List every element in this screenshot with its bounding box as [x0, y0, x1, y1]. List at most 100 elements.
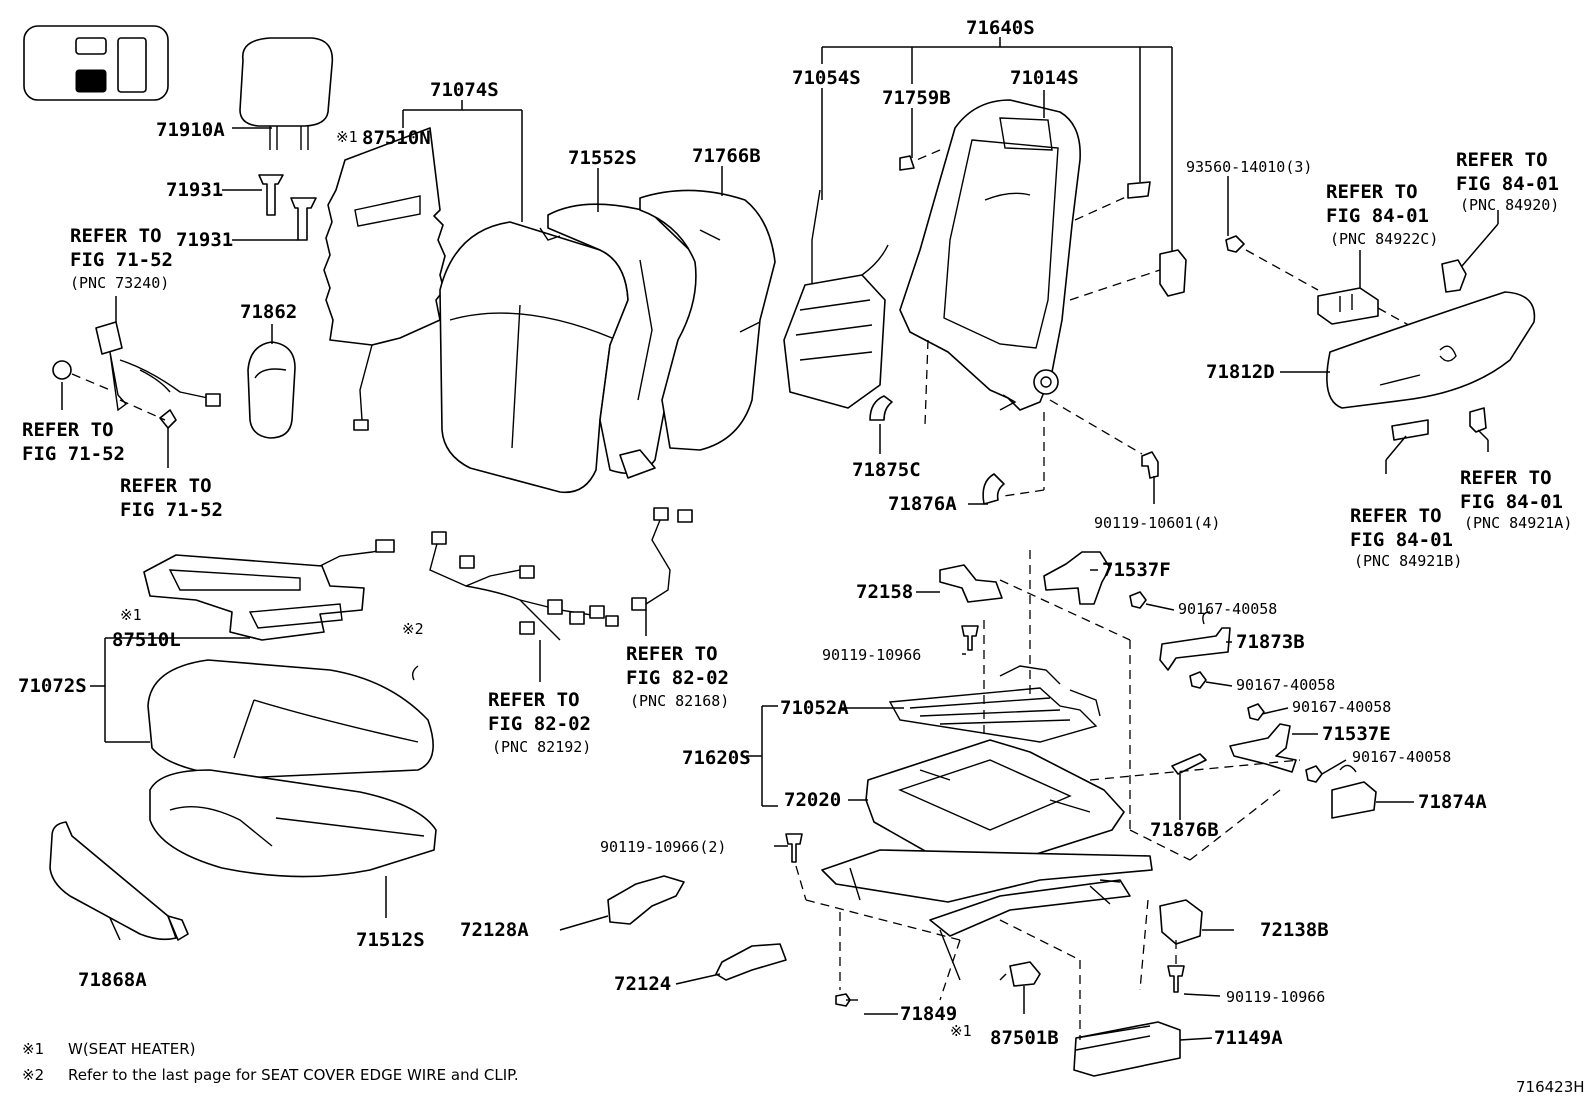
ref-84921A-line1: REFER TO: [1460, 467, 1552, 489]
seatback-dashed-guides: [911, 149, 1161, 497]
label-71766B: 71766B: [692, 145, 761, 167]
label-71537E: 71537E: [1322, 723, 1391, 745]
note-2-text: Refer to the last page for SEAT COVER ED…: [68, 1066, 519, 1084]
mark-87510N: ※1: [336, 128, 358, 146]
headrest-guide-illustration: [258, 174, 317, 241]
ref-7152-left-line1: REFER TO: [22, 419, 114, 441]
label-90119-10966-top: 90119-10966: [822, 646, 921, 664]
seat-adjust-switch-illustration: [1225, 235, 1415, 329]
cushion-heater-mat-illustration: [143, 539, 395, 641]
cover-71876B-illustration: [1171, 753, 1207, 775]
covers-bottom-illustration: [607, 875, 1203, 981]
label-90167-40058-c: 90167-40058: [1292, 698, 1391, 716]
ref-7152-bottom-line2: FIG 71-52: [120, 499, 223, 521]
label-71759B: 71759B: [882, 87, 951, 109]
label-87510N: 87510N: [362, 127, 431, 149]
cover-71537E-illustration: [1229, 723, 1297, 773]
label-71862: 71862: [240, 301, 297, 323]
label-72124: 72124: [614, 973, 671, 995]
seat-spring-illustration: [888, 665, 1101, 743]
label-72020: 72020: [784, 789, 841, 811]
label-90167-40058-d: 90167-40058: [1352, 748, 1451, 766]
seat-wire-harness-illustration: [429, 531, 619, 641]
ref-82168-line3: (PNC 82168): [630, 692, 729, 710]
label-90119-10966-bottom: 90119-10966: [1226, 988, 1325, 1006]
ref-82192-line2: FIG 82-02: [488, 713, 591, 735]
seat-track-rails-illustration: [821, 849, 1153, 981]
ref-73240-line2: FIG 71-52: [70, 249, 173, 271]
label-72158: 72158: [856, 581, 913, 603]
label-71072S: 71072S: [18, 675, 87, 697]
label-71849: 71849: [900, 1003, 957, 1025]
ref-84921B-line2: FIG 84-01: [1350, 529, 1453, 551]
track-cover-71149A-illustration: [1073, 1021, 1181, 1077]
mark-clip: ※2: [402, 620, 424, 638]
bolt-90119-10966-top: [961, 625, 979, 651]
ref-82192-line3: (PNC 82192): [492, 738, 591, 756]
ref-84921B-line3: (PNC 84921B): [1354, 552, 1462, 570]
label-87501B: 87501B: [990, 1027, 1059, 1049]
seat-sensor-wire-illustration: [631, 507, 693, 611]
label-90119-10966-2: 90119-10966(2): [600, 838, 726, 856]
seat-position-icon: [23, 25, 169, 101]
label-93560-14010: 93560-14010(3): [1186, 158, 1312, 176]
note-1-mark: ※1: [22, 1040, 44, 1058]
ref-82192-line1: REFER TO: [488, 689, 580, 711]
label-90119-10601: 90119-10601(4): [1094, 514, 1220, 532]
label-90167-40058-b: 90167-40058: [1236, 676, 1335, 694]
label-71537F: 71537F: [1102, 559, 1171, 581]
ref-73240-line1: REFER TO: [70, 225, 162, 247]
label-71873B: 71873B: [1236, 631, 1305, 653]
ref-7152-left-line2: FIG 71-52: [22, 443, 125, 465]
ref-84922C-line1: REFER TO: [1326, 181, 1418, 203]
ref-84920-line3: (PNC 84920): [1460, 196, 1559, 214]
cushion-frame-illustration: [865, 739, 1125, 871]
label-71014S: 71014S: [1010, 67, 1079, 89]
footnotes: ※1 W(SEAT HEATER) ※2 Refer to the last p…: [22, 1040, 519, 1084]
seatback-clips-illustration: [869, 395, 1159, 505]
cover-71873B-illustration: [1159, 611, 1231, 671]
ref-82168-line2: FIG 82-02: [626, 667, 729, 689]
ref-84922C-line3: (PNC 84922C): [1330, 230, 1438, 248]
note-2-mark: ※2: [22, 1066, 44, 1084]
label-71512S: 71512S: [356, 929, 425, 951]
track-dashed-guides: [795, 550, 1301, 1040]
label-71149A: 71149A: [1214, 1027, 1283, 1049]
screws-90167-illustration: [1129, 591, 1323, 783]
label-71812D: 71812D: [1206, 361, 1275, 383]
ref-82168-line1: REFER TO: [626, 643, 718, 665]
label-87510L: 87510L: [112, 629, 181, 651]
seat-side-shield-illustration: [1326, 259, 1536, 441]
part-labels: 71640S 71054S 71759B 71014S 71074S 71910…: [18, 17, 1487, 1049]
seatback-frame-illustration: [899, 99, 1187, 411]
ref-7152-bottom-line1: REFER TO: [120, 475, 212, 497]
label-71074S: 71074S: [430, 79, 499, 101]
mark-87501B: ※1: [950, 1022, 972, 1040]
headrest-support-illustration: [247, 341, 296, 439]
cushion-pad-illustration: [149, 769, 437, 878]
figure-id: 716423H: [1516, 1078, 1585, 1096]
label-72138B: 72138B: [1260, 919, 1329, 941]
label-71620S: 71620S: [682, 747, 751, 769]
reference-labels: REFER TO FIG 71-52 (PNC 73240) REFER TO …: [22, 149, 1572, 756]
cover-72158-illustration: [939, 564, 1003, 603]
ref-84921B-line1: REFER TO: [1350, 505, 1442, 527]
ref-84920-line2: FIG 84-01: [1456, 173, 1559, 195]
label-71876B: 71876B: [1150, 819, 1219, 841]
ref-84921A-line2: FIG 84-01: [1460, 491, 1563, 513]
cover-71537F-illustration: [1043, 551, 1111, 605]
label-71052A: 71052A: [780, 697, 849, 719]
cushion-front-trim-illustration: [49, 821, 189, 941]
label-90167-40058-a: 90167-40058: [1178, 600, 1277, 618]
seatback-cover-illustration: [439, 221, 629, 494]
headrest-illustration: [239, 37, 334, 150]
label-71054S: 71054S: [792, 67, 861, 89]
mark-87510L: ※1: [120, 606, 142, 624]
ref-84921A-line3: (PNC 84921A): [1464, 514, 1572, 532]
clip-wire-illustration: [411, 665, 419, 681]
seatback-cushion-illustration: [639, 189, 776, 451]
ref-84920-line1: REFER TO: [1456, 149, 1548, 171]
label-72128A: 72128A: [460, 919, 529, 941]
cover-71874A-illustration: [1331, 764, 1377, 819]
